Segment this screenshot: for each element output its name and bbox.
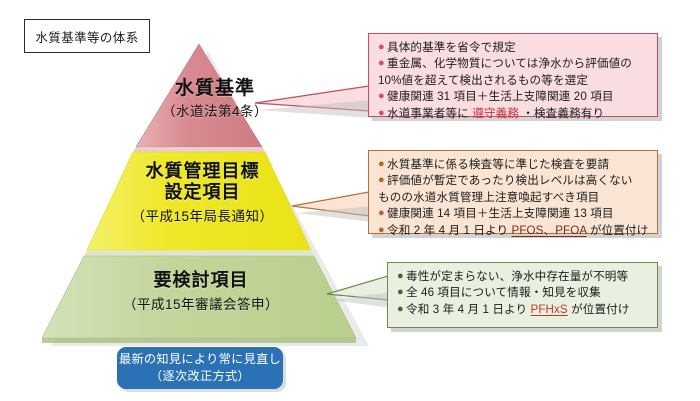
callout-management-target-line-3: ものの水道水質管理上注意喚起すべき項目 [378,190,600,204]
bullet-icon: ● [378,90,385,103]
callout-management-target-underline: PFOS、PFOA [511,223,587,237]
bullet-icon: ● [397,286,404,299]
callout-standards-line-4: ●健康関連 31 項目＋生活上支障関連 20 項目 [378,90,614,104]
bullet-icon: ● [378,106,385,119]
revision-note-box: 最新の知見により常に見直し （逐次改正方式） [117,347,283,389]
revision-note-line2: （逐次改正方式） [150,369,250,383]
bullet-icon: ● [378,41,385,53]
bullet-icon: ● [378,223,385,236]
callout-management-target-line-4: ●健康関連 14 項目＋生活上支障関連 13 項目 [378,207,614,221]
callout-management-target-line-2: ●評価値が暫定であったり検出レベルは高くない [378,174,633,188]
pyramid-divider-middle [84,250,314,256]
pyramid-label-study-items-subtitle: （平成15年審議会答申） [122,297,280,313]
diagram-title-text: 水質基準等の体系 [35,30,139,45]
pyramid-label-management-target: 水質管理目標 設定項目 （平成15年局長通知） [95,161,310,225]
callout-study-items-line-1: ●毒性が定まらない、浄水中存在量が不明等 [397,270,629,283]
bullet-icon: ● [378,207,385,220]
callout-management-target: ●水質基準に係る検査等に準じた検査を要請 ●評価値が暫定であったり検出レベルは高… [368,150,658,237]
callout-standards-line-2: ●重金属、化学物質については浄水から評価値の [378,57,632,71]
callout-study-items: ●毒性が定まらない、浄水中存在量が不明等 ●全 46 項目について情報・知見を収… [387,262,658,328]
pyramid-label-management-target-title2: 設定項目 [164,182,241,203]
callout-study-items-line-3: ●令和 3 年 4 月 1 日より PFHxS が位置付け [397,302,630,316]
pyramid-label-management-target-subtitle: （平成15年局長通知） [131,209,274,225]
callout-standards-line-5: ●水道事業者等に 遵守義務 ・検査義務有り [378,106,605,120]
pyramid-divider-top [133,147,265,152]
diagram-title-box: 水質基準等の体系 [24,19,150,53]
callout-standards: ●具体的基準を省令で規定 ●重金属、化学物質については浄水から評価値の 10%値… [368,33,658,120]
pyramid-label-management-target-title1: 水質管理目標 [145,161,260,181]
callout-management-target-line-5: ●令和 2 年 4 月 1 日より PFOS、PFOA が位置付け [378,223,649,237]
callout-management-target-line-1: ●水質基準に係る検査等に準じた検査を要請 [378,158,610,171]
callout-study-items-underline: PFHxS [530,302,568,316]
bullet-icon: ● [397,270,404,282]
callout-standards-highlight: 遵守義務 [472,106,519,120]
pyramid-base-edge [42,338,356,343]
callout-study-items-line-2: ●全 46 項目について情報・知見を収集 [397,286,601,300]
callout-standards-line-3: 10%値を超えて検出されるもの等を選定 [378,73,589,87]
callout-tail-standards-shadow [258,100,372,118]
pyramid-label-study-items-title: 要検討項目 [153,270,249,290]
pyramid-label-standards-title: 水質基準 [174,78,255,99]
pyramid-label-study-items: 要検討項目 （平成15年審議会答申） [70,270,332,313]
callout-tail-study-items-shadow [331,292,391,308]
pyramid-label-standards: 水質基準 （水道法第4条） [120,78,310,120]
revision-note-line1: 最新の知見により常に見直し [118,352,282,367]
bullet-icon: ● [397,302,404,315]
bullet-icon: ● [378,174,385,187]
callout-standards-line-1: ●具体的基準を省令で規定 [378,41,516,54]
callout-tail-management-target-shadow [296,206,372,222]
pyramid-label-standards-subtitle: （水道法第4条） [161,104,268,120]
bullet-icon: ● [378,158,385,170]
bullet-icon: ● [378,57,385,70]
